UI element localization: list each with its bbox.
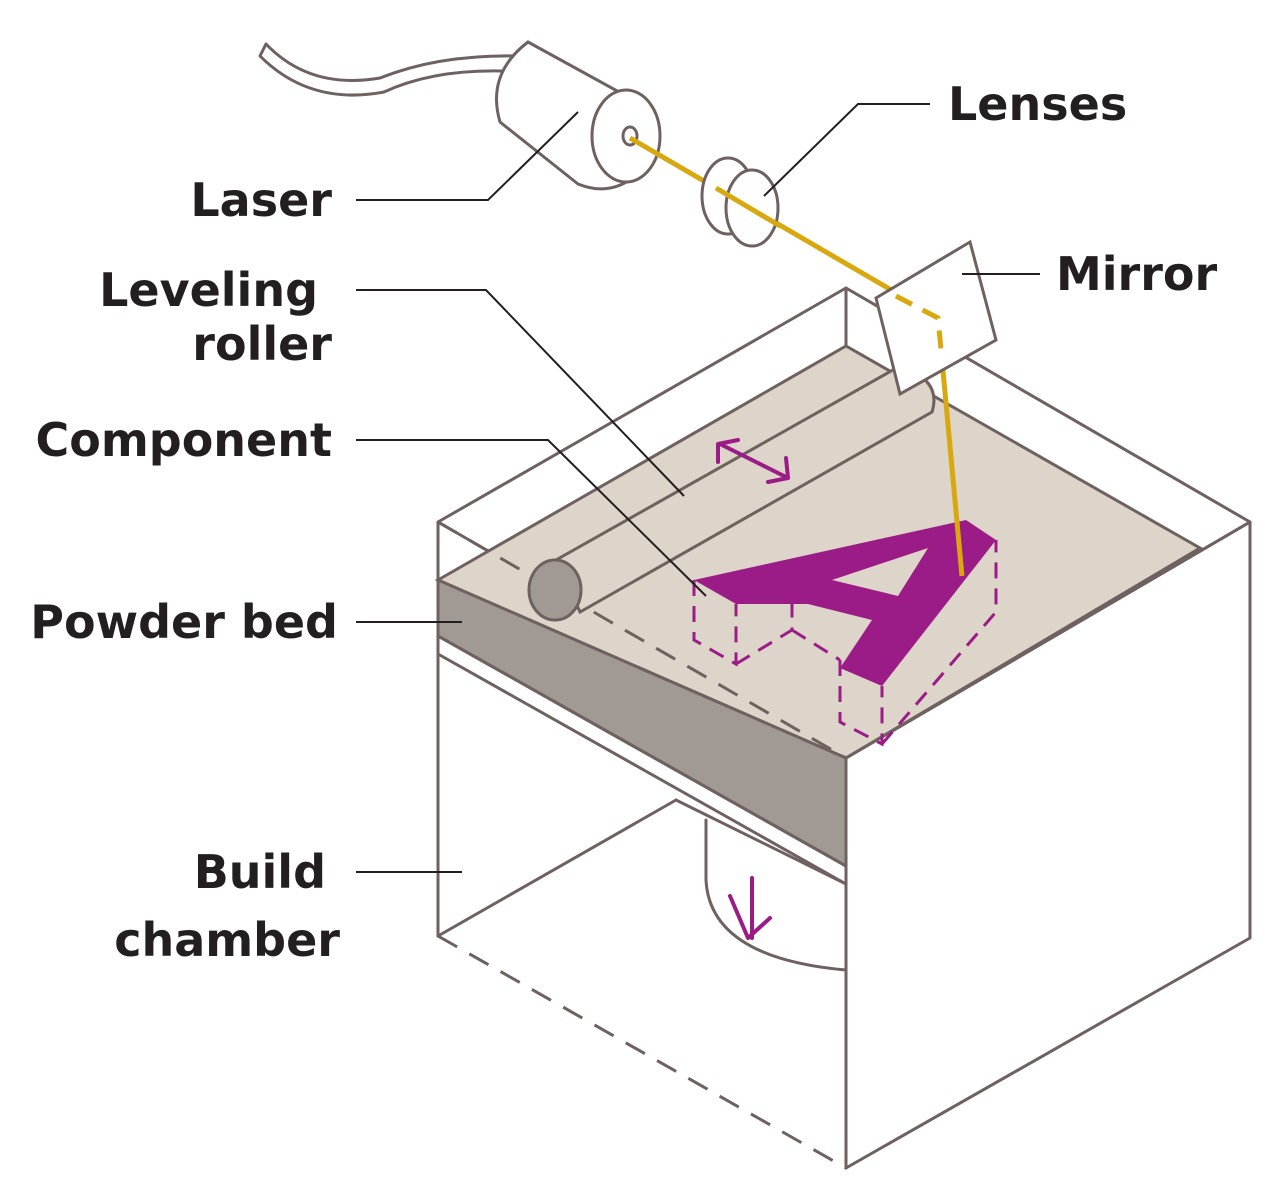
label-build-chamber-line2: chamber: [114, 913, 340, 967]
leveling-roller-leader: [356, 289, 685, 497]
chamber-hidden-edge-top: [437, 520, 847, 760]
down-arrow-icon: [728, 876, 772, 940]
roller-motion-arrow-icon: [716, 438, 790, 484]
mirror-beam-path: [894, 293, 945, 361]
build-chamber: [434, 286, 1252, 1170]
labels: Laser Lenses Mirror Leveling roller Comp…: [30, 77, 1217, 967]
lenses-leader: [763, 103, 930, 197]
mirror: [874, 239, 998, 397]
chamber-right-face: [844, 520, 1252, 1170]
label-component: Component: [35, 413, 332, 467]
chamber-inner-edge-2: [674, 798, 848, 886]
label-powder-bed: Powder bed: [30, 595, 338, 649]
label-mirror: Mirror: [1056, 247, 1218, 301]
component-leader: [356, 439, 707, 597]
component-letter-a-shape: [694, 520, 996, 686]
component-hidden-edges: [692, 540, 998, 747]
chamber-inner-edge-1: [436, 798, 678, 938]
leveling-roller: [527, 364, 936, 622]
chamber-hidden-edge-bottom: [437, 934, 847, 1170]
label-build-chamber-line1: Build: [194, 845, 326, 899]
lenses: [700, 156, 782, 248]
label-lenses: Lenses: [948, 77, 1127, 131]
laser-cable: [258, 42, 526, 97]
leader-lines: [356, 103, 1040, 873]
laser-unit: [258, 40, 662, 191]
roller-end-cap: [527, 558, 583, 622]
label-leveling-roller-line2: roller: [192, 317, 332, 371]
build-piston: [704, 818, 848, 972]
laser-leader: [356, 111, 579, 201]
label-laser: Laser: [190, 173, 332, 227]
component-letter: [692, 520, 998, 747]
label-leveling-roller-line1: Leveling: [99, 263, 318, 317]
